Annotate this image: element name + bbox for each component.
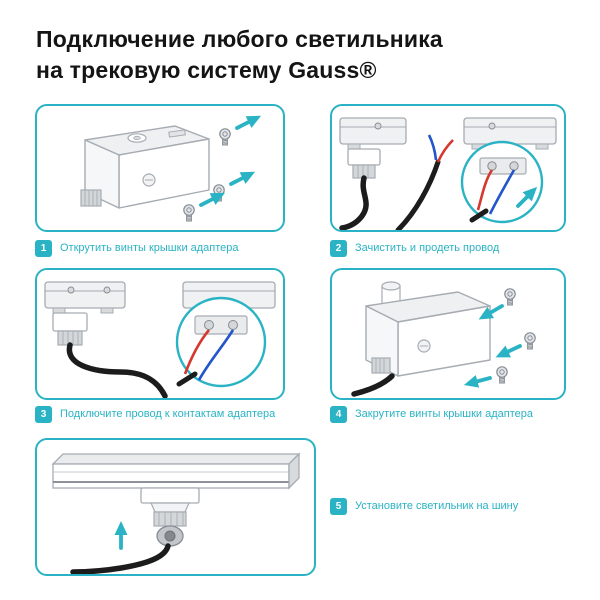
step-3-panel	[35, 268, 285, 400]
step-5-caption: 5 Установите светильник на шину	[330, 498, 518, 515]
adapter-body	[347, 148, 381, 179]
strip-and-thread-wire-illustration	[339, 117, 557, 230]
step-2-number-badge: 2	[330, 240, 347, 257]
power-cable	[66, 342, 168, 398]
blue-wire	[427, 134, 438, 161]
mount-fixture-on-track-illustration	[51, 452, 301, 574]
step-4-number-badge: 4	[330, 406, 347, 423]
title-line-1: Подключение любого светильника	[36, 26, 443, 52]
zoom-detail-circle	[175, 296, 267, 388]
step-4-label: Закрутите винты крышки адаптера	[355, 408, 533, 420]
step-2-panel	[330, 104, 566, 232]
connect-wire-to-contacts-illustration	[44, 281, 276, 398]
unscrew-cover-screws-illustration	[80, 108, 266, 222]
track-stub-left	[44, 281, 126, 314]
step-4-caption: 4 Закрутите винты крышки адаптера	[330, 406, 533, 423]
red-wire	[183, 329, 210, 375]
step-4-panel	[330, 268, 566, 400]
power-cable	[70, 543, 171, 574]
track-rail	[51, 452, 301, 490]
step-5-panel	[35, 438, 316, 576]
zoom-content	[469, 157, 527, 223]
step-3-caption: 3 Подключите провод к контактам адаптера	[35, 406, 275, 423]
adapter-body	[52, 312, 88, 346]
knurled-knob	[371, 357, 391, 374]
knurled-knob	[80, 189, 102, 207]
power-cable	[351, 373, 395, 397]
step-5-label: Установите светильник на шину	[355, 500, 519, 512]
adapter-body	[140, 487, 200, 547]
title-line-2: на трековую систему Gauss®	[36, 57, 377, 83]
step-2-label: Зачистить и продеть провод	[355, 242, 500, 254]
power-cable	[339, 175, 369, 230]
zoom-detail-circle	[460, 140, 544, 224]
step-1-caption: 1 Открутить винты крышки адаптера	[35, 240, 239, 257]
step-5-number-badge: 5	[330, 498, 347, 515]
top-slot	[168, 129, 186, 138]
tighten-cover-screws-illustration	[351, 281, 536, 397]
step-1-panel	[35, 104, 285, 232]
track-stub-right	[463, 117, 557, 150]
page-title: Подключение любого светильника на треков…	[36, 24, 443, 86]
blue-wire	[197, 329, 235, 381]
red-wire	[436, 139, 454, 163]
adapter-body	[84, 125, 210, 209]
step-3-label: Подключите провод к контактам адаптера	[60, 408, 276, 420]
lamp-wire	[395, 159, 441, 230]
zoom-content	[176, 315, 248, 387]
track-stub-left	[339, 117, 407, 150]
top-cylinder	[381, 281, 401, 305]
step-3-number-badge: 3	[35, 406, 52, 423]
step-1-number-badge: 1	[35, 240, 52, 257]
step-2-caption: 2 Зачистить и продеть провод	[330, 240, 499, 257]
step-1-label: Открутить винты крышки адаптера	[60, 242, 239, 254]
